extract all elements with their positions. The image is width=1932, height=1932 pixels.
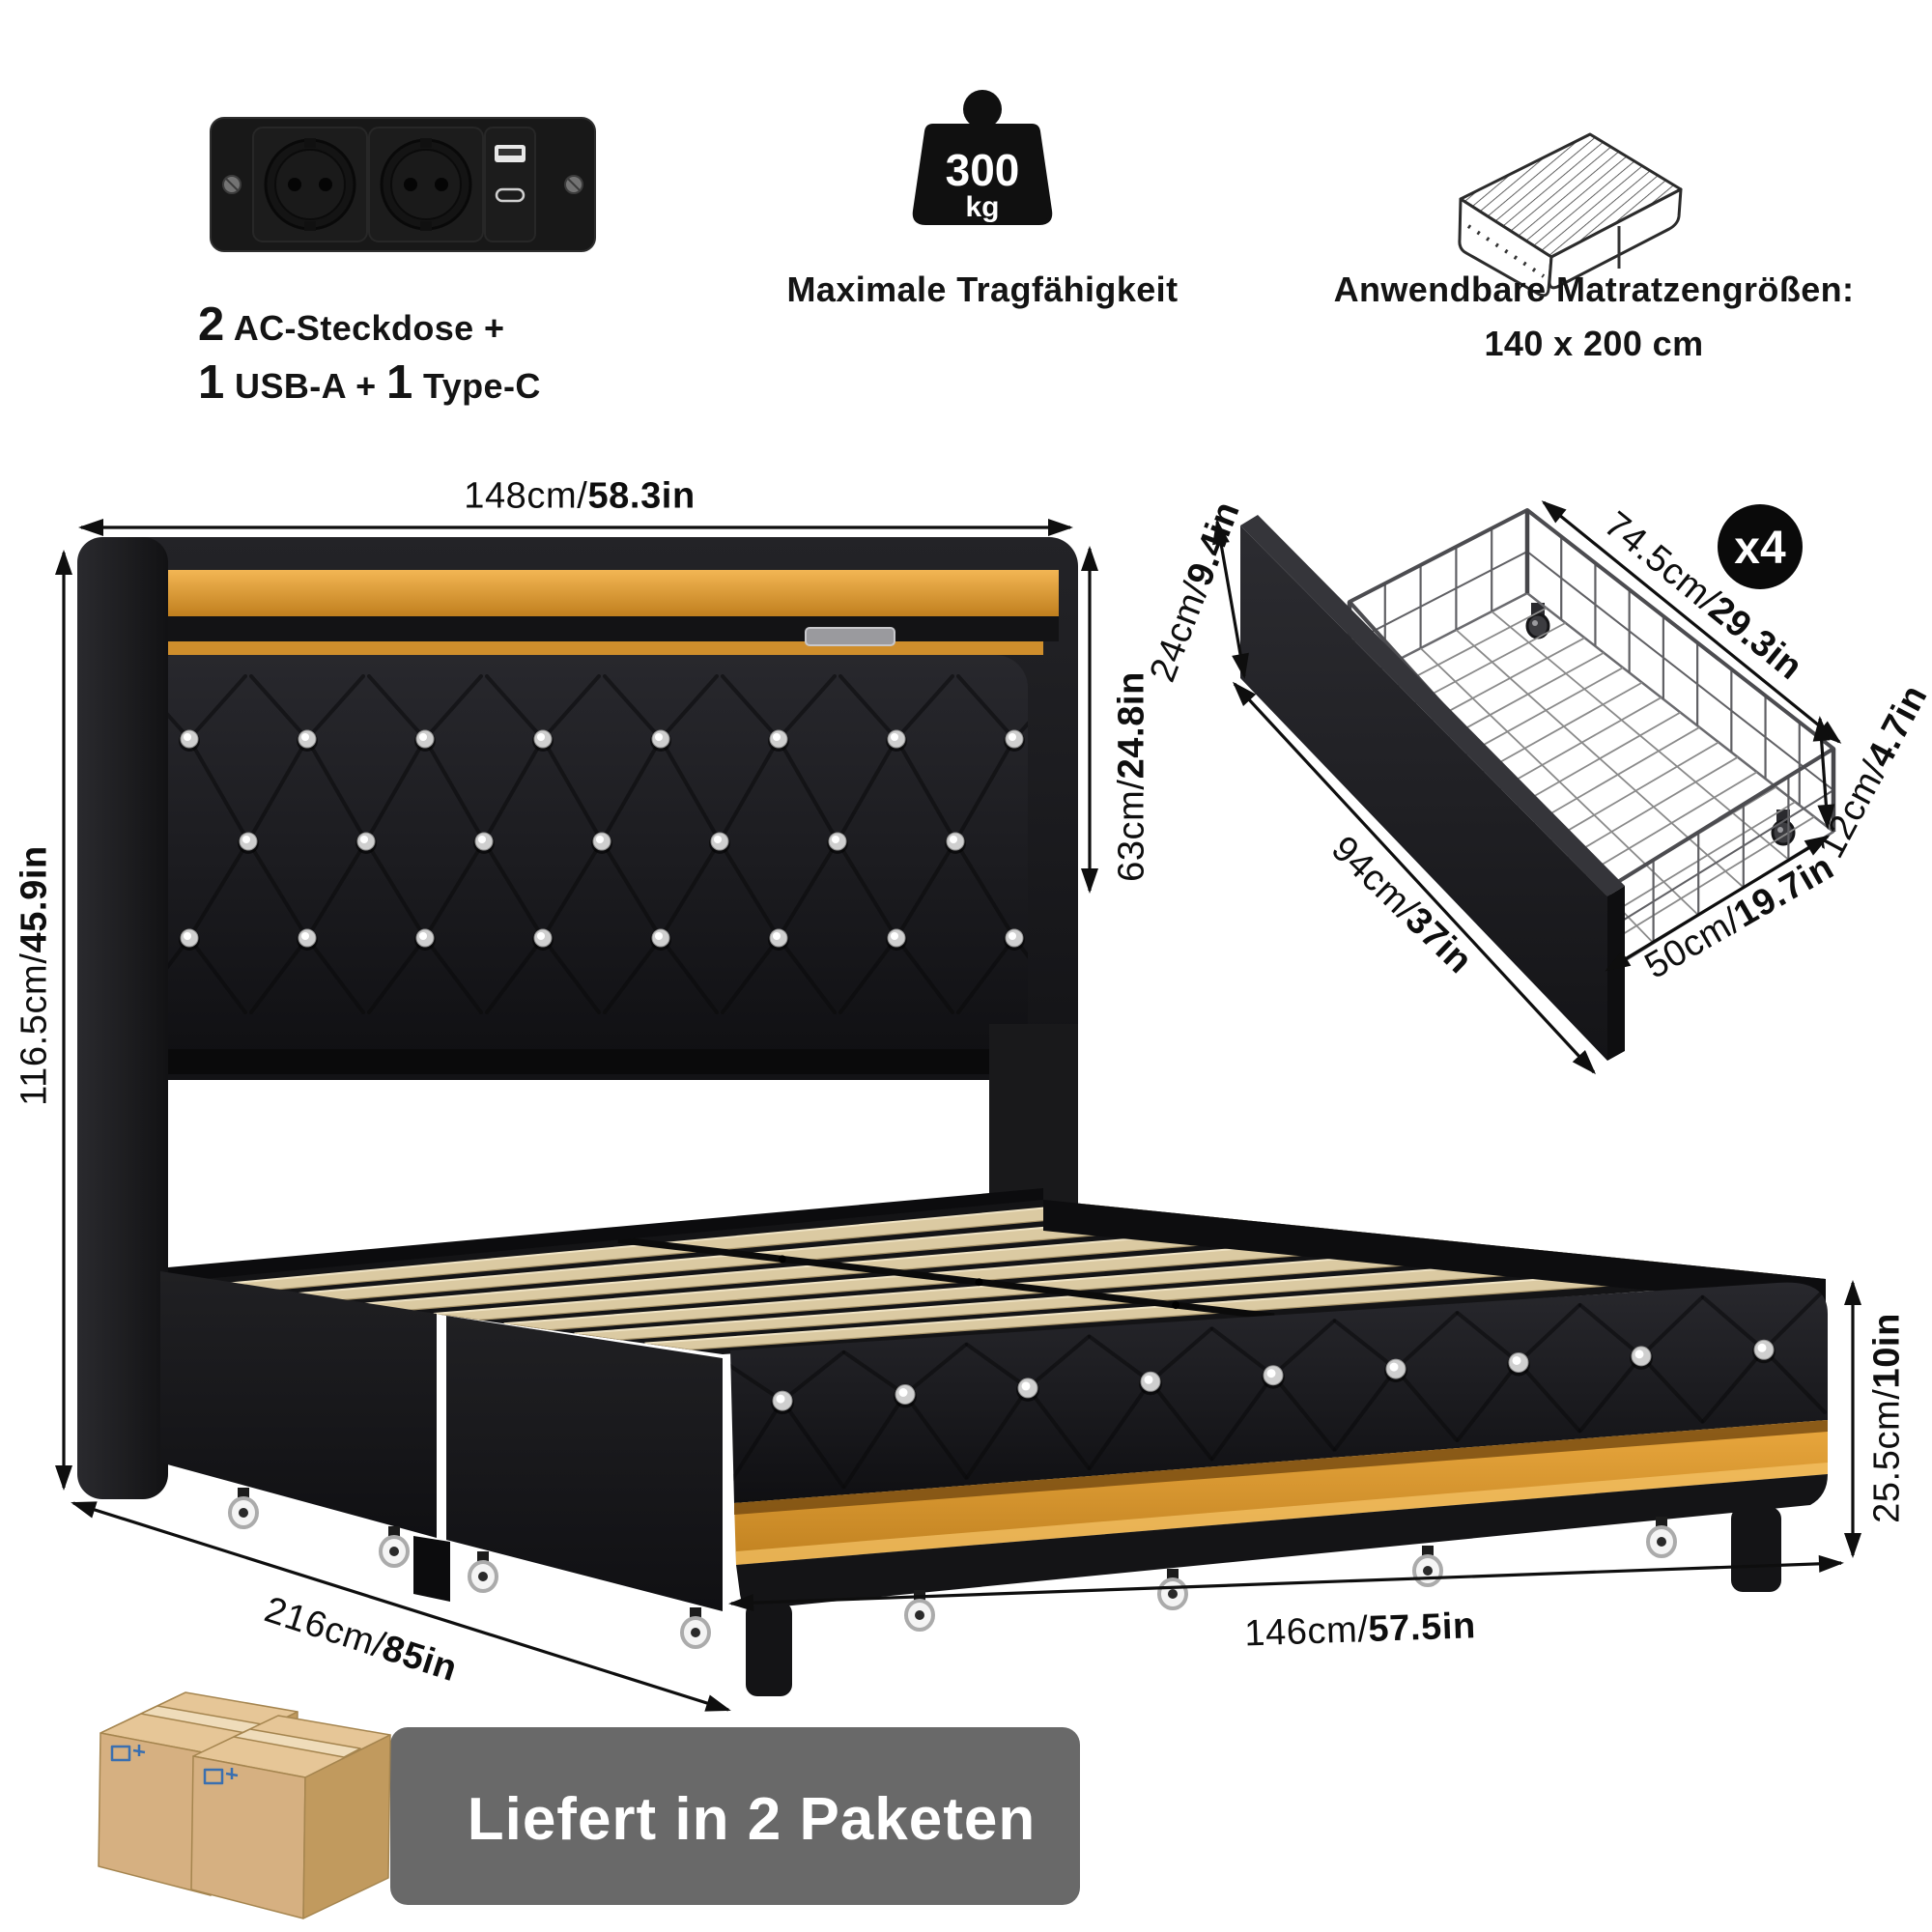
footboard-left-leg — [746, 1602, 792, 1696]
dim-label-bed-height: 116.5cm/45.9in — [14, 845, 54, 1106]
weight-value: 300 — [946, 145, 1020, 195]
headboard-led-strip — [145, 570, 1059, 616]
socket-left-icon — [264, 138, 356, 231]
dim-arrow-basket-height — [1812, 716, 1835, 830]
wood-slats — [222, 1203, 1777, 1350]
footboard-right-leg — [1731, 1507, 1781, 1592]
dimension-arrows — [55, 500, 1861, 1712]
headboard-cushion — [143, 655, 1028, 1074]
dim-label-drawer-front-width: 50cm/19.7in — [1638, 846, 1841, 986]
dim-label-basket-height: 12cm/4.7in — [1811, 678, 1932, 865]
power-outlet-icon — [210, 117, 596, 252]
headboard-left-leg — [77, 537, 168, 1499]
mattress-icon — [1458, 132, 1683, 298]
dim-label-headboard-height: 63cm/24.8in — [1111, 671, 1151, 882]
x4-badge-label: x4 — [1734, 523, 1786, 574]
headboard-tufting — [143, 674, 1028, 1014]
usb-ports-icon — [495, 145, 526, 203]
package-boxes-icon — [98, 1691, 391, 1919]
dim-arrow-drawer-front-width — [1605, 835, 1831, 972]
weight-caption: Maximale Tragfähigkeit — [786, 270, 1179, 309]
outlet-caption: 2 AC-Steckdose + 1 USB-A + 1 Type-C — [198, 298, 700, 413]
headboard-usb-hub — [805, 627, 895, 646]
package-box-2 — [190, 1715, 391, 1919]
mattress-caption-size: 140 x 200 cm — [1484, 324, 1704, 363]
dim-label-drawer-height: 24cm/9.4in — [1142, 496, 1247, 687]
side-drawer-front-1 — [160, 1271, 437, 1538]
delivery-banner: Liefert in 2 Paketen — [390, 1727, 1080, 1905]
dim-arrow-drawer-top-width — [1541, 500, 1842, 744]
screw-icons — [222, 175, 583, 194]
outlet-caption-line2: 1 USB-A + 1 Type-C — [198, 356, 541, 409]
x4-badge: x4 — [1718, 504, 1803, 589]
outlet-caption-line1: 2 AC-Steckdose + — [198, 298, 505, 351]
socket-right-icon — [380, 138, 472, 231]
dim-label-bed-width: 148cm/58.3in — [464, 475, 696, 516]
weight-capacity-icon: 300 kg — [912, 90, 1053, 225]
dim-label-base-height: 25.5cm/10in — [1866, 1313, 1907, 1523]
dim-label-bed-length: 216cm/85in — [260, 1589, 463, 1690]
dim-label-front-width: 146cm/57.5in — [1244, 1605, 1477, 1654]
footboard-tufting — [730, 1287, 1827, 1498]
weight-unit: kg — [965, 191, 999, 223]
dim-arrow-drawer-height — [1212, 519, 1249, 679]
dim-arrow-drawer-length — [1232, 681, 1597, 1075]
dim-arrow-bed-length — [71, 1501, 731, 1712]
footboard-led-strip — [734, 1420, 1828, 1565]
mattress-caption: Anwendbare Matratzengrößen: 140 x 200 cm — [1285, 263, 1903, 371]
headboard — [77, 537, 1078, 1499]
bed-illustration — [77, 537, 1828, 1696]
footboard — [730, 1282, 1828, 1696]
footboard-face — [730, 1282, 1828, 1503]
dim-arrow-front-width — [728, 1554, 1844, 1612]
delivery-banner-label: Liefert in 2 Paketen — [468, 1786, 1037, 1853]
mattress-caption-title: Anwendbare Matratzengrößen: — [1333, 270, 1855, 309]
